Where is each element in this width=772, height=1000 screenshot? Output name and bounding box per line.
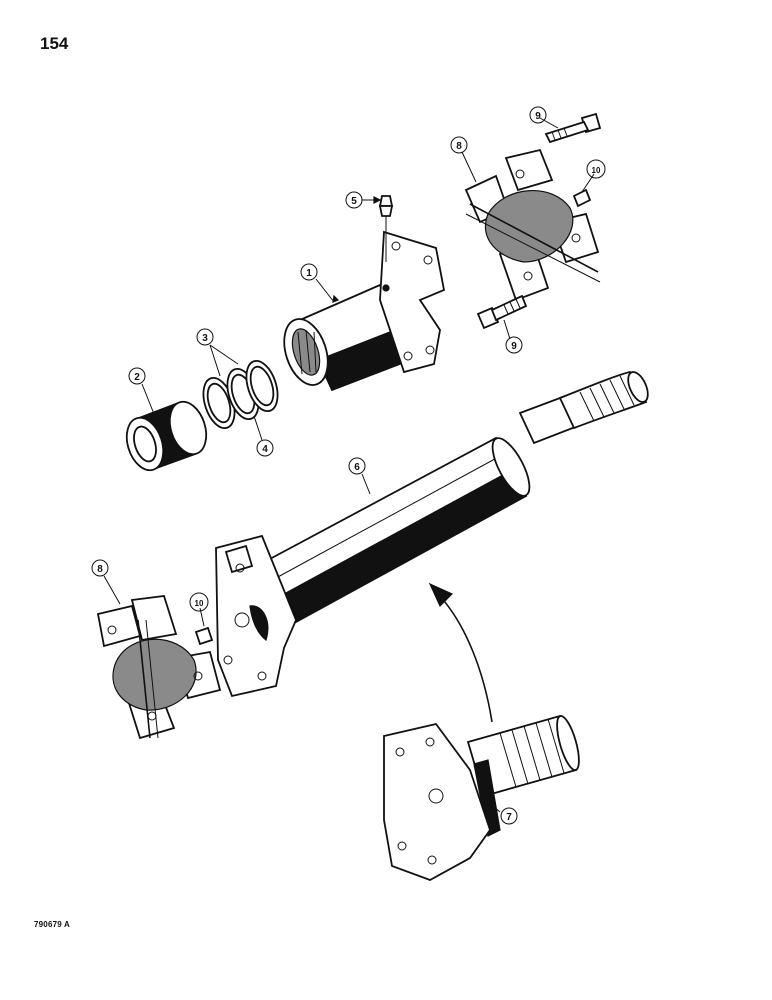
callout-7: 7 [500,807,518,825]
svg-text:10: 10 [195,599,204,608]
svg-text:5: 5 [351,196,357,207]
callout-9-top: 9 [529,106,547,124]
bolt-part-9-bottom [476,294,528,330]
callout-1: 1 [300,263,318,281]
page-number: 154 [40,34,69,53]
callout-10-top: 10 [586,159,606,179]
washer-part-4 [245,359,279,413]
callout-6: 6 [348,457,366,475]
svg-text:8: 8 [456,141,462,152]
callout-3: 3 [196,328,214,346]
callout-8-top: 8 [450,136,468,154]
grease-fitting-part-10-top [572,188,592,208]
splined-yoke-part-7 [383,714,580,881]
propeller-shaft-part-6 [215,370,649,698]
svg-text:8: 8 [97,564,103,575]
locking-nut-part-2 [125,400,208,472]
universal-joint-part-8-bottom [96,595,222,740]
callout-8-bottom: 8 [91,559,109,577]
callout-9-bottom: 9 [505,336,523,354]
drawing-code: 790679 A [34,920,70,929]
callout-4: 4 [256,439,274,457]
alternate-part-arrow [428,582,493,723]
svg-text:7: 7 [506,812,512,823]
callout-2: 2 [128,367,146,385]
svg-text:6: 6 [354,462,360,473]
grease-fitting-part-5 [378,195,394,262]
svg-text:9: 9 [511,341,517,352]
svg-text:2: 2 [134,372,140,383]
svg-text:9: 9 [535,111,541,122]
svg-text:3: 3 [202,333,208,344]
grease-fitting-part-10-bottom [194,626,214,646]
callout-5: 5 [345,191,363,209]
callout-10-bottom: 10 [189,592,209,612]
bolt-part-9-top [544,112,602,144]
svg-text:10: 10 [592,166,601,175]
svg-text:1: 1 [306,268,312,279]
leader-lines [103,117,595,813]
universal-joint-part-8-top [464,148,601,302]
svg-text:4: 4 [262,444,268,455]
slip-yoke-part-1 [283,230,446,392]
